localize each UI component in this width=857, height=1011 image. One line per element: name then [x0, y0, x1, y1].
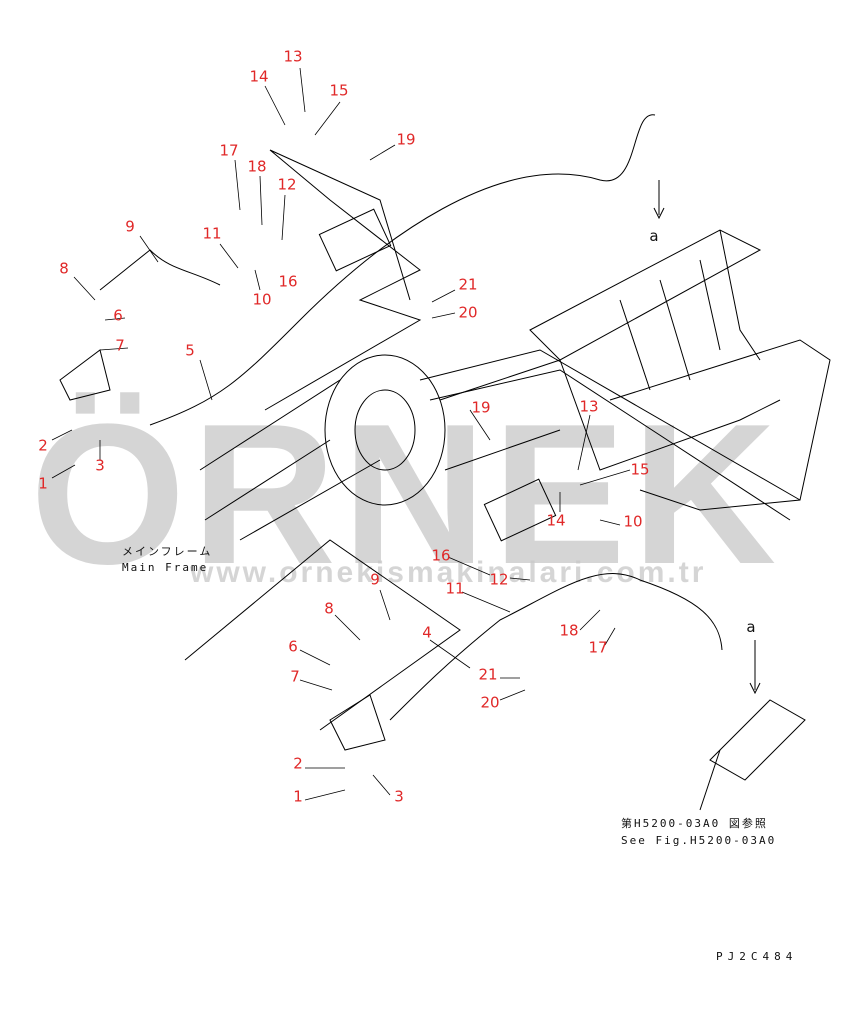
- axle-housing: [199, 359, 561, 541]
- callout-7: 7: [115, 336, 125, 355]
- callout-6: 6: [113, 306, 123, 325]
- mount-plate: [184, 149, 461, 731]
- callout-5: 5: [185, 341, 195, 360]
- callout-8: 8: [59, 259, 69, 278]
- hose-5: [149, 114, 656, 426]
- frame-rail: [419, 349, 801, 521]
- callout-20: 20: [458, 303, 478, 322]
- callout-2: 2: [38, 436, 48, 455]
- callout-12: 12: [277, 175, 297, 194]
- callout-1: 1: [293, 787, 303, 806]
- callout-8: 8: [324, 599, 334, 618]
- callout-4: 4: [422, 623, 432, 642]
- callout-19: 19: [471, 398, 491, 417]
- callout-16: 16: [278, 272, 298, 291]
- watermark-url: www.ornekismakinalari.com.tr: [190, 556, 707, 589]
- main-frame: [529, 229, 831, 511]
- callout-1: 1: [38, 474, 48, 493]
- callout-11: 11: [202, 224, 222, 243]
- callout-3: 3: [394, 787, 404, 806]
- callout-21: 21: [478, 665, 498, 684]
- callout-18: 18: [559, 621, 579, 640]
- arrow-see-fig: [699, 749, 721, 811]
- callout-12: 12: [489, 570, 509, 589]
- accumulator-upper: [318, 208, 392, 272]
- main-frame-label-jp: メインフレーム: [122, 545, 213, 558]
- axle-flange: [324, 354, 446, 506]
- accumulator-lower: [483, 478, 557, 542]
- callout-20: 20: [480, 693, 500, 712]
- callout-3: 3: [95, 456, 105, 475]
- reference-a-lower: a: [746, 618, 756, 636]
- arrow-a-lower: [749, 640, 761, 695]
- callout-21: 21: [458, 275, 478, 294]
- callout-10: 10: [623, 512, 643, 531]
- callout-10: 10: [252, 290, 272, 309]
- callout-9: 9: [125, 217, 135, 236]
- callout-11: 11: [445, 579, 465, 598]
- reference-a-upper: a: [649, 227, 659, 245]
- callout-9: 9: [370, 570, 380, 589]
- main-frame-label-en: Main Frame: [122, 561, 209, 574]
- callout-16: 16: [431, 546, 451, 565]
- callout-2: 2: [293, 754, 303, 773]
- callout-14: 14: [546, 511, 566, 530]
- callout-17: 17: [588, 638, 608, 657]
- drawing-number: PJ2C484: [716, 950, 798, 963]
- callout-13: 13: [283, 47, 303, 66]
- arrow-a-upper: [653, 180, 665, 220]
- callout-6: 6: [288, 637, 298, 656]
- watermark-logo: ÖRNEK: [30, 383, 783, 606]
- callout-19: 19: [396, 130, 416, 149]
- callout-7: 7: [290, 667, 300, 686]
- callout-17: 17: [219, 141, 239, 160]
- hose-lower: [389, 573, 723, 721]
- callout-15: 15: [329, 81, 349, 100]
- callout-18: 18: [247, 157, 267, 176]
- callout-13: 13: [579, 397, 599, 416]
- see-fig-label-jp: 第H5200-03A0 図参照: [621, 817, 768, 830]
- callout-14: 14: [249, 67, 269, 86]
- callout-15: 15: [630, 460, 650, 479]
- see-fig-label-en: See Fig.H5200-03A0: [621, 834, 777, 847]
